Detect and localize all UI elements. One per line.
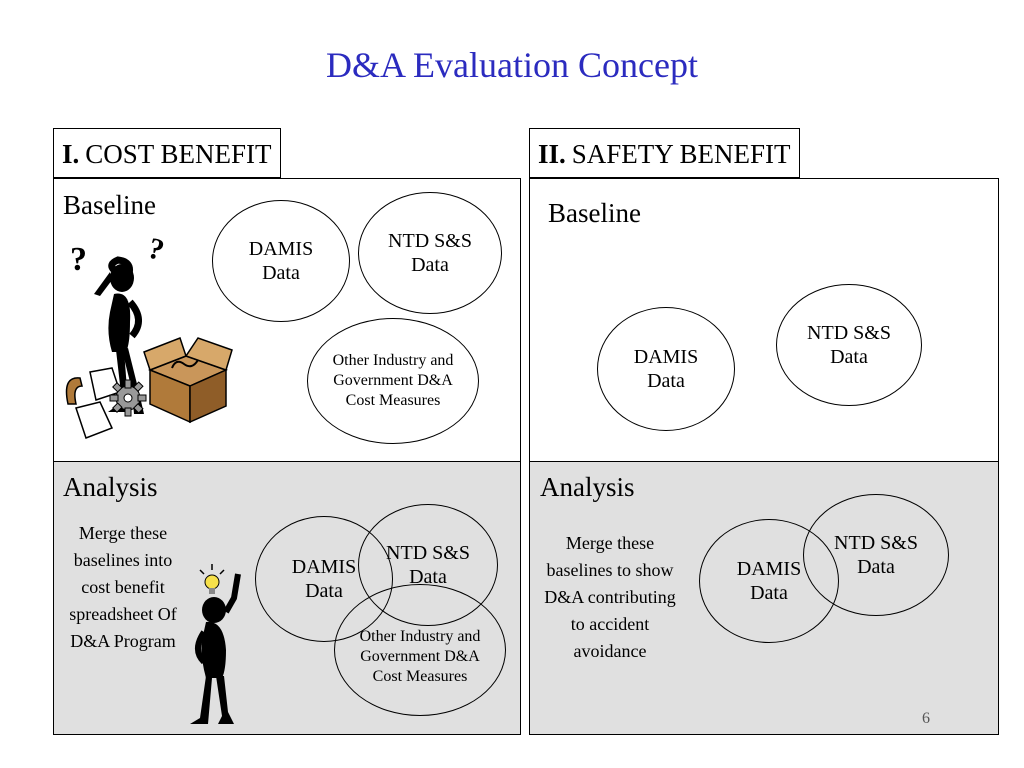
safety-baseline-damis-circle: DAMIS Data xyxy=(597,307,735,431)
circle-label: DAMIS Data xyxy=(248,238,314,284)
cost-analysis-label: Analysis xyxy=(63,472,158,502)
safety-baseline-label: Baseline xyxy=(548,198,641,228)
idea-figure-icon xyxy=(190,564,241,724)
cost-analysis-other-circle: Other Industry and Government D&A Cost M… xyxy=(334,584,506,716)
circle-label: Other Industry and Government D&A Cost M… xyxy=(332,352,454,409)
tab-numeral: I. xyxy=(62,139,80,169)
cost-baseline-other-circle: Other Industry and Government D&A Cost M… xyxy=(307,318,479,444)
safety-analysis-text: Merge these baselines to show D&A contri… xyxy=(544,533,676,661)
cost-analysis-ntd-circle: NTD S&S Data xyxy=(358,504,498,626)
circle-label: DAMIS Data xyxy=(291,556,357,602)
cost-analysis-text: Merge these baselines into cost benefit … xyxy=(69,523,177,651)
circle-label: NTD S&S Data xyxy=(388,230,472,276)
slide-title: D&A Evaluation Concept xyxy=(326,45,698,85)
tab-label: SAFETY BENEFIT xyxy=(571,139,791,169)
svg-text:?: ? xyxy=(145,232,168,268)
circle-label: NTD S&S Data xyxy=(386,542,470,588)
circle-label: DAMIS Data xyxy=(736,558,802,604)
box-icon xyxy=(143,337,233,424)
circle-label: DAMIS Data xyxy=(633,346,699,392)
safety-analysis-label: Analysis xyxy=(540,472,635,502)
safety-analysis-ntd-circle: NTD S&S Data xyxy=(803,494,949,616)
tab-cost-benefit: I.COST BENEFIT xyxy=(53,128,281,178)
page-number: 6 xyxy=(922,710,930,727)
circle-label: NTD S&S Data xyxy=(834,532,918,578)
tab-label: COST BENEFIT xyxy=(85,139,272,169)
cost-baseline-label: Baseline xyxy=(63,190,156,220)
circle-label: NTD S&S Data xyxy=(807,322,891,368)
tab-numeral: II. xyxy=(538,139,566,169)
gear-icon xyxy=(109,379,147,417)
safety-baseline-ntd-circle: NTD S&S Data xyxy=(776,284,922,406)
svg-text:?: ? xyxy=(70,241,87,278)
confused-figure-icon: ? ? xyxy=(65,232,168,439)
cost-baseline-damis-circle: DAMIS Data xyxy=(212,200,350,322)
circle-label: Other Industry and Government D&A Cost M… xyxy=(359,628,481,685)
lightbulb-icon xyxy=(199,564,225,594)
tab-safety-benefit: II.SAFETY BENEFIT xyxy=(529,128,800,178)
cost-baseline-ntd-circle: NTD S&S Data xyxy=(358,192,502,314)
